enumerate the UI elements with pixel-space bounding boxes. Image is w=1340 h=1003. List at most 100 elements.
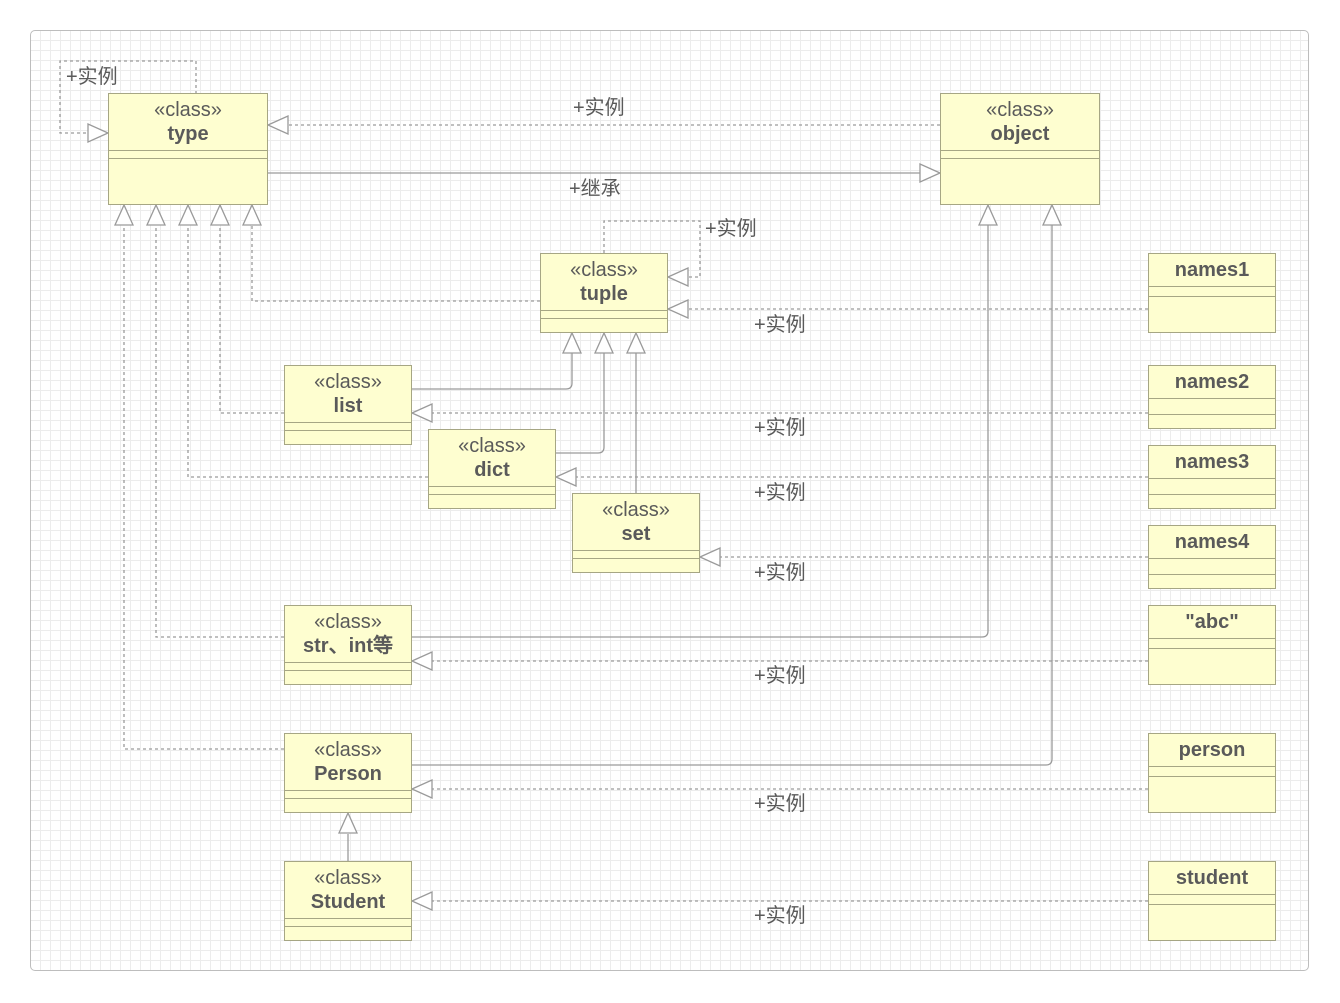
stereotype-label: «class» xyxy=(602,499,670,521)
arrowhead xyxy=(919,162,942,184)
divider xyxy=(1149,776,1275,777)
edge-label-instance: +实例 xyxy=(573,97,625,119)
divider xyxy=(1149,296,1275,297)
edge-dict-inherits-tuple xyxy=(556,352,605,454)
divider xyxy=(1149,766,1275,767)
stereotype-label: «class» xyxy=(314,611,382,633)
divider xyxy=(429,494,555,495)
arrowhead xyxy=(410,402,433,424)
class-name: set xyxy=(621,523,651,545)
divider xyxy=(285,790,411,791)
arrowhead xyxy=(410,890,433,912)
instance-name: names4 xyxy=(1174,531,1250,553)
edge-label-instance: +实例 xyxy=(754,793,806,815)
divider xyxy=(1149,638,1275,639)
class-name: object xyxy=(990,123,1050,145)
arrowhead xyxy=(209,203,231,226)
edge-label-instance: +实例 xyxy=(754,417,806,439)
instance-student[interactable]: student xyxy=(1148,861,1276,941)
divider xyxy=(285,798,411,799)
instance-name: names3 xyxy=(1174,451,1250,473)
class-name: Student xyxy=(310,891,386,913)
edge-label-instance: +实例 xyxy=(66,66,118,88)
divider xyxy=(109,150,267,151)
class-tuple[interactable]: «class» tuple xyxy=(540,253,668,333)
divider xyxy=(285,670,411,671)
stereotype-label: «class» xyxy=(314,867,382,889)
edge-dict-instance-type xyxy=(187,224,428,478)
divider xyxy=(1149,648,1275,649)
divider xyxy=(109,158,267,159)
stereotype-label: «class» xyxy=(314,371,382,393)
instance-person[interactable]: person xyxy=(1148,733,1276,813)
edge-person-inherits-object xyxy=(412,224,1053,766)
divider xyxy=(573,550,699,551)
class-dict[interactable]: «class» dict xyxy=(428,429,556,509)
edge-label-inherit: +继承 xyxy=(569,178,621,200)
edge-label-instance: +实例 xyxy=(754,665,806,687)
stereotype-label: «class» xyxy=(154,99,222,121)
stereotype-label: «class» xyxy=(458,435,526,457)
edge-label-instance: +实例 xyxy=(754,314,806,336)
stereotype-label: «class» xyxy=(314,739,382,761)
class-person[interactable]: «class» Person xyxy=(284,733,412,813)
class-set[interactable]: «class» set xyxy=(572,493,700,573)
edge-tuple-instance-type xyxy=(251,224,540,302)
divider xyxy=(541,318,667,319)
edge-tuple-self-instance xyxy=(603,220,701,278)
arrowhead xyxy=(666,298,689,320)
instance-name: names2 xyxy=(1174,371,1250,393)
instance-name: "abc" xyxy=(1185,611,1239,633)
arrowhead xyxy=(337,811,359,834)
divider xyxy=(1149,286,1275,287)
divider xyxy=(285,918,411,919)
edge-label-instance: +实例 xyxy=(754,482,806,504)
edge-label-instance: +实例 xyxy=(705,218,757,240)
arrowhead xyxy=(625,331,647,354)
stereotype-label: «class» xyxy=(570,259,638,281)
class-list[interactable]: «class» list xyxy=(284,365,412,445)
class-object[interactable]: «class» object xyxy=(940,93,1100,205)
instance-abc[interactable]: "abc" xyxy=(1148,605,1276,685)
arrowhead xyxy=(561,331,583,354)
arrowhead xyxy=(266,114,289,136)
divider xyxy=(1149,398,1275,399)
instance-names2[interactable]: names2 xyxy=(1148,365,1276,429)
divider xyxy=(1149,894,1275,895)
divider xyxy=(541,310,667,311)
divider xyxy=(1149,494,1275,495)
divider xyxy=(429,486,555,487)
instance-name: person xyxy=(1178,739,1246,761)
arrowhead xyxy=(410,650,433,672)
class-student[interactable]: «class» Student xyxy=(284,861,412,941)
divider xyxy=(285,662,411,663)
divider xyxy=(285,430,411,431)
edge-str-inherits-object xyxy=(412,224,989,638)
arrowhead xyxy=(177,203,199,226)
arrowhead xyxy=(1041,203,1063,226)
divider xyxy=(573,558,699,559)
edge-label-instance: +实例 xyxy=(754,905,806,927)
instance-name: student xyxy=(1175,867,1249,889)
arrowhead xyxy=(977,203,999,226)
class-name: type xyxy=(167,123,209,145)
instance-names4[interactable]: names4 xyxy=(1148,525,1276,589)
edge-type-self-instance xyxy=(59,60,197,134)
divider xyxy=(285,926,411,927)
arrowhead xyxy=(666,266,689,288)
divider xyxy=(941,150,1099,151)
arrowhead xyxy=(145,203,167,226)
class-type[interactable]: «class» type xyxy=(108,93,268,205)
class-name: tuple xyxy=(580,283,628,305)
instance-name: names1 xyxy=(1174,259,1250,281)
divider xyxy=(1149,904,1275,905)
arrowhead xyxy=(593,331,615,354)
divider xyxy=(1149,414,1275,415)
arrowhead xyxy=(410,778,433,800)
instance-names1[interactable]: names1 xyxy=(1148,253,1276,333)
arrowhead xyxy=(241,203,263,226)
class-str-int[interactable]: «class» str、int等 xyxy=(284,605,412,685)
instance-names3[interactable]: names3 xyxy=(1148,445,1276,509)
edge-person-instance-type xyxy=(123,224,284,750)
